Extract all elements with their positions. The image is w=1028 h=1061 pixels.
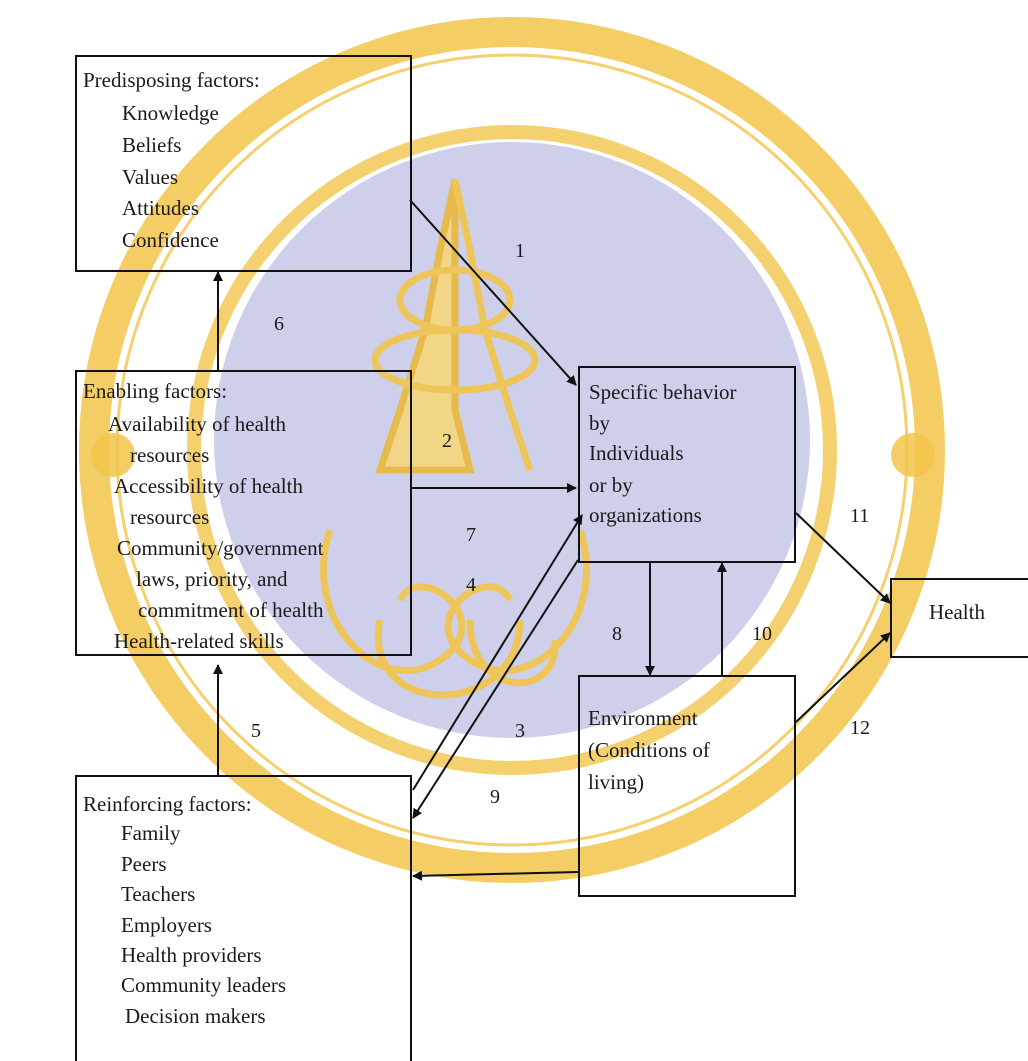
health-box: Health: [890, 578, 1028, 658]
reinforcing-item: Employers: [121, 913, 212, 937]
arrow-4: [412, 514, 583, 791]
arrow-label-5: 5: [251, 720, 261, 742]
enabling-item: Availability of health: [108, 412, 287, 436]
enabling-item: resources: [130, 505, 210, 529]
predisposing-item: Beliefs: [122, 133, 182, 157]
predisposing-item: Confidence: [122, 228, 219, 252]
reinforcing-item: Decision makers: [125, 1004, 266, 1028]
enabling-item: Accessibility of health: [114, 474, 303, 498]
behavior-line: or by: [589, 473, 633, 497]
behavior-line: Specific behavior: [589, 380, 737, 404]
enabling-item: resources: [130, 443, 210, 467]
arrow-label-9: 9: [490, 786, 500, 808]
arrow-label-7: 7: [466, 524, 476, 546]
specific-behavior-box: Specific behavior by Individuals or by o…: [578, 366, 796, 563]
seal-inner-disc: [214, 142, 810, 738]
enabling-title: Enabling factors:: [83, 379, 228, 403]
arrow-label-10: 10: [752, 623, 772, 645]
arrow-label-4: 4: [466, 574, 476, 596]
environment-box: Environment (Conditions of living): [578, 675, 796, 897]
predisposing-item: Attitudes: [122, 196, 199, 220]
predisposing-item: Knowledge: [122, 101, 219, 125]
arrow-12: [795, 632, 891, 723]
enabling-item: Health-related skills: [114, 629, 284, 653]
enabling-item: commitment of health: [138, 598, 324, 622]
reinforcing-title: Reinforcing factors:: [83, 792, 252, 816]
health-label: Health: [929, 600, 985, 624]
seal-side-flowers: [91, 433, 935, 477]
arrow-label-1: 1: [515, 240, 525, 262]
arrow-label-11: 11: [850, 505, 870, 527]
predisposing-item: Values: [122, 165, 178, 189]
reinforcing-factors-box: Reinforcing factors: Family Peers Teache…: [75, 775, 412, 1061]
arrow-label-2: 2: [442, 430, 452, 452]
arrow-label-8: 8: [612, 623, 622, 645]
arrow-11: [795, 512, 891, 604]
enabling-factors-box: Enabling factors: Availability of health…: [75, 370, 412, 656]
reinforcing-item: Teachers: [121, 882, 196, 906]
predisposing-factors-box: Predisposing factors: Knowledge Beliefs …: [75, 55, 412, 272]
behavior-line: Individuals: [589, 441, 684, 465]
enabling-item: laws, priority, and: [136, 567, 288, 591]
reinforcing-item: Family: [121, 821, 181, 845]
behavior-line: organizations: [589, 503, 702, 527]
reinforcing-item: Health providers: [121, 943, 262, 967]
reinforcing-item: Peers: [121, 852, 167, 876]
arrow-1: [409, 199, 577, 386]
enabling-item: Community/government: [117, 536, 324, 560]
behavior-line: by: [589, 411, 610, 435]
predisposing-title: Predisposing factors:: [83, 68, 260, 92]
arrow-label-6: 6: [274, 313, 284, 335]
environment-line: (Conditions of: [588, 738, 710, 762]
arrow-label-3: 3: [515, 720, 525, 742]
arrow-3: [412, 559, 579, 819]
arrow-label-12: 12: [850, 717, 870, 739]
arrow-9: [412, 870, 579, 881]
environment-line: living): [588, 770, 644, 794]
environment-line: Environment: [588, 706, 698, 730]
reinforcing-item: Community leaders: [121, 973, 287, 997]
